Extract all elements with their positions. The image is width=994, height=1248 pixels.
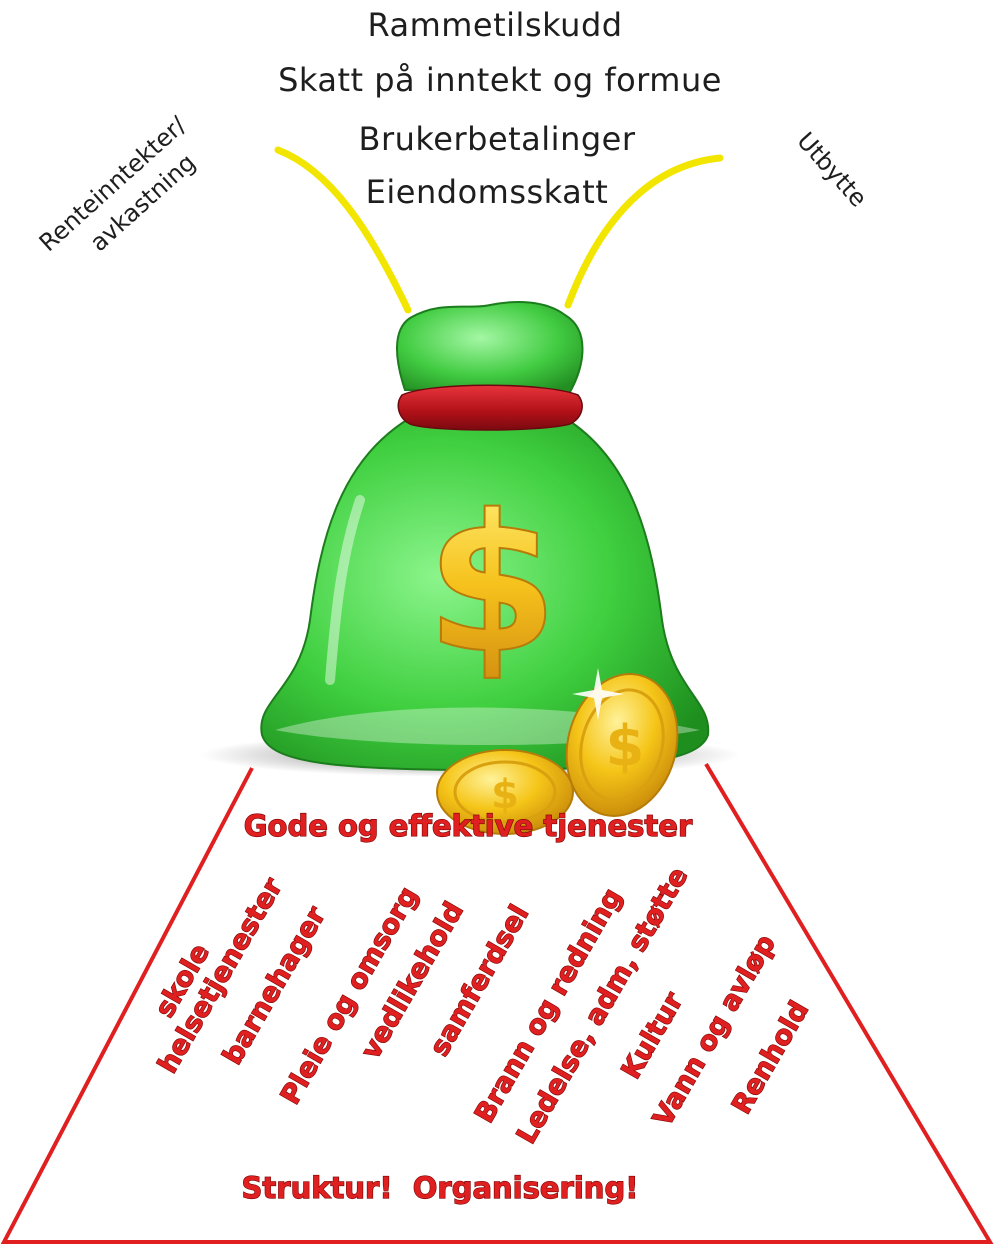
gold-coins: $ $ — [436, 668, 679, 835]
coin-left-dollar-icon: $ — [491, 772, 519, 818]
pyramid-outline — [0, 762, 994, 1244]
income-source-1: Rammetilskudd — [367, 6, 622, 44]
right-income-label: Utbytte — [791, 127, 872, 213]
right-rope — [564, 154, 724, 309]
left-income-label: Renteinntekter/ avkastning — [32, 109, 202, 259]
bag-highlight — [325, 495, 365, 685]
coin-right-inner — [579, 688, 665, 802]
pyramid-title: Gode og effektive tjenester — [244, 809, 693, 843]
income-source-2: Skatt på inntekt og formue — [278, 61, 722, 99]
left-rope — [274, 146, 412, 314]
income-source-4: Eiendomsskatt — [366, 173, 609, 211]
coin-left-inner — [453, 760, 557, 824]
income-source-3: Brukerbetalinger — [359, 120, 636, 158]
pyramid-footer: Struktur! Organisering! — [242, 1171, 639, 1205]
money-bag-tie — [397, 384, 583, 431]
sparkle-icon — [572, 668, 624, 720]
coin-right-dollar-icon: $ — [606, 714, 645, 779]
money-bag-top — [396, 301, 584, 394]
dollar-sign-icon: $ — [426, 474, 558, 695]
